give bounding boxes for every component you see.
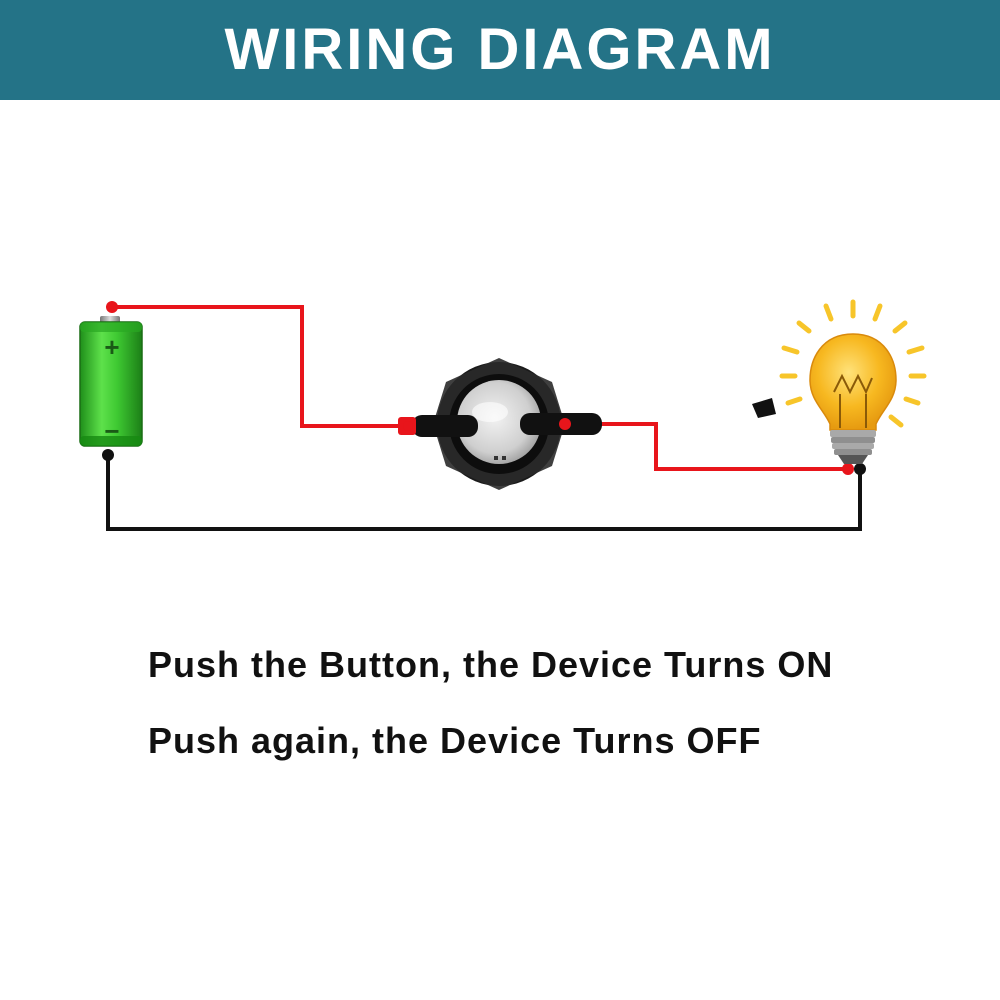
positive-wire — [112, 305, 848, 471]
wire-end-mark — [752, 398, 776, 418]
battery-minus-label: − — [104, 416, 119, 446]
terminal-dots — [102, 301, 866, 475]
negative-wire — [106, 455, 862, 531]
push-button-switch-icon — [398, 358, 602, 490]
light-bulb-icon — [779, 299, 927, 464]
header-banner: WIRING DIAGRAM — [0, 0, 1000, 100]
page-title: WIRING DIAGRAM — [224, 17, 776, 82]
caption-turn-off: Push again, the Device Turns OFF — [148, 720, 762, 761]
caption-turn-on: Push the Button, the Device Turns ON — [148, 644, 834, 685]
battery-icon — [79, 316, 143, 447]
battery-plus-label: + — [104, 332, 119, 362]
